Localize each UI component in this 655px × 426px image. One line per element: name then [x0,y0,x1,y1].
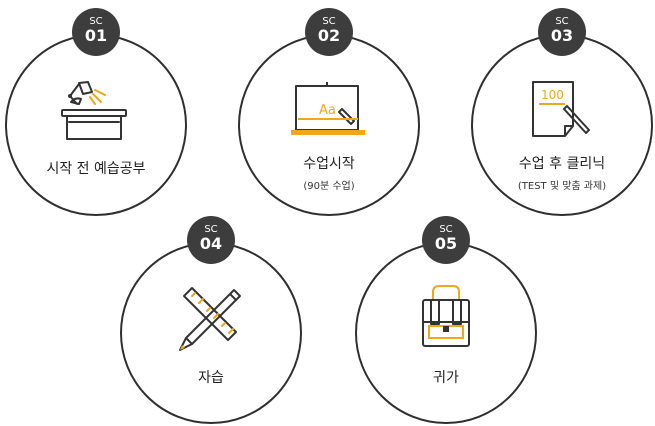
step-title: 자습 [198,370,224,386]
board-text: Aa [319,103,336,118]
badge-prefix: SC [439,224,453,235]
step-3: SC 03 100 수업 후 클리닉 (TEST 및 맞춤 과제) [471,8,653,216]
badge-prefix: SC [204,224,218,235]
step-4: SC 04 자습 [120,216,302,424]
badge-number: 02 [317,26,341,45]
step-badge: SC 05 [422,216,470,264]
badge-number: 01 [84,26,108,45]
step-1: SC 01 시작 전 예습공부 [5,8,187,216]
badge-number: 05 [434,234,458,253]
blackboard-icon: Aa [291,82,365,135]
badge-prefix: SC [89,16,103,27]
badge-number: 03 [550,26,574,45]
badge-prefix: SC [322,16,336,27]
step-circle [355,242,537,424]
step-badge: SC 03 [538,8,586,56]
badge-prefix: SC [555,16,569,27]
step-title: 수업시작 [303,156,355,172]
step-2: SC 02 Aa 수업시작 (90분 수업) [238,8,420,216]
step-title: 시작 전 예습공부 [46,161,146,177]
ruler-pencil-icon [179,287,241,351]
step-badge: SC 04 [187,216,235,264]
step-subtitle: (90분 수업) [303,181,355,192]
step-5: SC 05 귀가 [355,216,537,424]
desk-lamp-icon [61,81,127,140]
step-badge: SC 01 [72,8,120,56]
test-paper-icon: 100 [532,81,590,137]
step-circle [5,34,187,216]
backpack-icon [422,285,470,347]
step-title: 수업 후 클리닉 [518,156,606,172]
step-badge: SC 02 [305,8,353,56]
badge-number: 04 [199,234,223,253]
paper-score: 100 [541,88,564,102]
step-title: 귀가 [433,370,459,386]
step-subtitle: (TEST 및 맞춤 과제) [517,181,607,192]
